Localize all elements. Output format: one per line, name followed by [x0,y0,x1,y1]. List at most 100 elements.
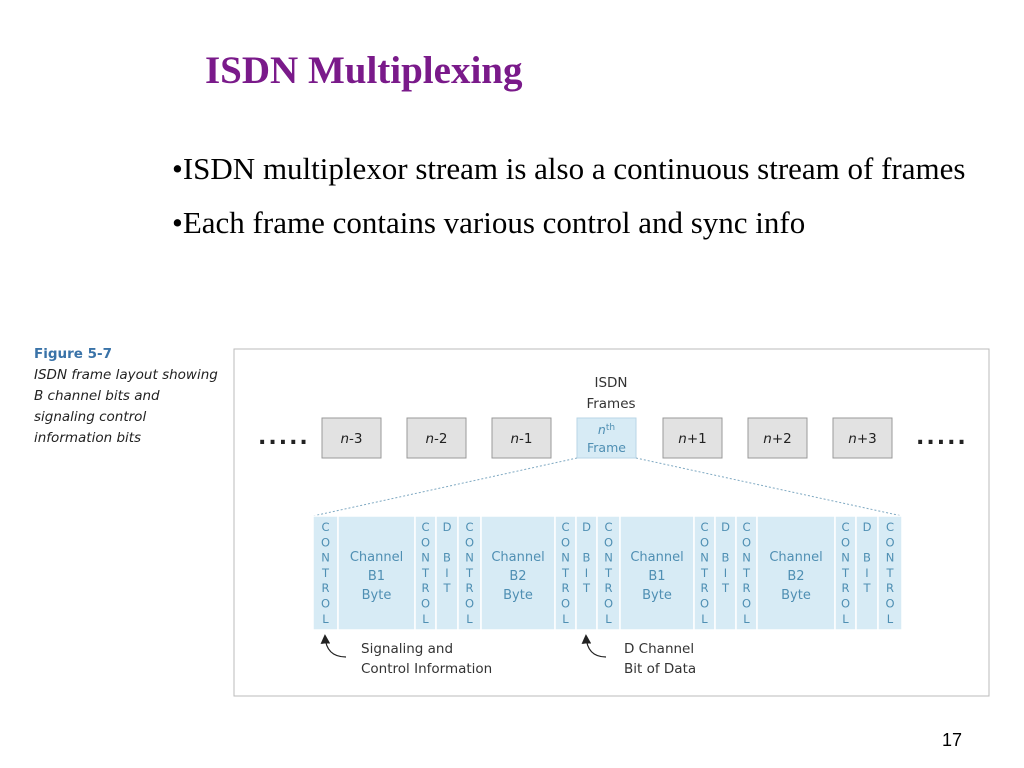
control-letter: T [885,566,894,580]
control-letter: T [700,566,709,580]
control-letter: C [841,520,849,534]
frame-cell [756,515,836,631]
annotation-dchannel: D Channel [624,641,694,657]
control-letter: L [322,612,329,626]
control-letter: O [841,535,850,549]
dbit-letter: D [721,520,730,534]
frame-cell [480,515,556,631]
frame-box [491,417,552,459]
control-letter: O [321,597,330,611]
ellipsis-right: ..... [916,425,968,450]
frame-box [832,417,893,459]
control-letter: T [604,566,613,580]
control-letter: N [465,551,474,565]
dbit-letter: B [583,551,591,565]
frame-label: n+2 [763,431,791,447]
control-letter: L [605,612,612,626]
dbit-letter: B [863,551,871,565]
control-letter: R [842,581,850,595]
control-letter: R [743,581,751,595]
control-letter: O [742,535,751,549]
channel-label: Channel [630,550,683,565]
control-letter: O [421,535,430,549]
control-letter: R [605,581,613,595]
control-letter: T [465,566,474,580]
control-letter: N [604,551,613,565]
channel-label: B2 [787,569,804,584]
control-letter: N [841,551,850,565]
control-letter: O [321,535,330,549]
control-letter: T [841,566,850,580]
control-letter: O [885,597,894,611]
slide-title: ISDN Multiplexing [205,49,523,92]
control-letter: R [701,581,709,595]
bullet-item: •ISDN multiplexor stream is also a conti… [172,151,966,186]
control-letter: T [742,566,751,580]
control-letter: R [322,581,330,595]
control-letter: L [701,612,708,626]
control-letter: R [466,581,474,595]
dbit-letter: B [722,551,730,565]
frame-label-current: nth [598,422,615,437]
dbit-letter: B [443,551,451,565]
control-letter: C [742,520,750,534]
page-number: 17 [941,730,962,750]
control-letter: L [842,612,849,626]
figure-caption: Figure 5-7 ISDN frame layout showing B c… [34,344,224,449]
channel-label: Channel [769,550,822,565]
projection-line-right [635,457,903,517]
figure-label: Figure 5-7 [34,346,113,362]
control-letter: O [885,535,894,549]
control-letter: N [886,551,895,565]
control-letter: C [561,520,569,534]
channel-label: Byte [362,588,392,603]
dbit-letter: I [865,566,868,580]
dbit-letter: D [863,520,872,534]
control-letter: O [561,535,570,549]
frame-label-current-line2: Frame [587,440,626,455]
dbit-letter: I [724,566,727,580]
figure-description: ISDN frame layout showing B channel bits… [34,367,218,446]
control-letter: C [886,520,894,534]
frames-label-line2: Frames [586,396,635,412]
frame-box [321,417,382,459]
channel-label: Byte [781,588,811,603]
dbit-letter: D [443,520,452,534]
control-letter: L [422,612,429,626]
dbit-letter: T [442,581,451,595]
frame-cell [337,515,416,631]
bullet-item: •Each frame contains various control and… [172,205,806,240]
dbit-letter: I [585,566,588,580]
control-letter: O [742,597,751,611]
control-letter: N [742,551,751,565]
dbit-letter: D [582,520,591,534]
dbit-letter: T [582,581,591,595]
control-letter: L [562,612,569,626]
channel-label: Channel [350,550,403,565]
projection-line-left [312,457,578,517]
channel-label: B2 [509,569,526,584]
control-letter: C [465,520,473,534]
bullet-list: •ISDN multiplexor stream is also a conti… [172,148,1002,256]
control-letter: O [465,597,474,611]
channel-label: Byte [503,588,533,603]
frame-label: n-2 [425,431,447,447]
frame-label: n+3 [848,431,876,447]
control-letter: O [561,597,570,611]
channel-label: B1 [368,569,385,584]
control-letter: O [841,597,850,611]
annotation-signaling: Control Information [361,661,492,677]
frames-label-line1: ISDN [594,375,627,391]
control-letter: L [466,612,473,626]
arrow-dchannel [581,634,607,658]
frame-box [406,417,467,459]
control-letter: L [743,612,750,626]
dbit-letter: I [445,566,448,580]
dbit-letter: T [721,581,730,595]
control-letter: N [421,551,430,565]
control-letter: C [604,520,612,534]
control-letter: C [700,520,708,534]
control-letter: N [321,551,330,565]
control-letter: N [700,551,709,565]
